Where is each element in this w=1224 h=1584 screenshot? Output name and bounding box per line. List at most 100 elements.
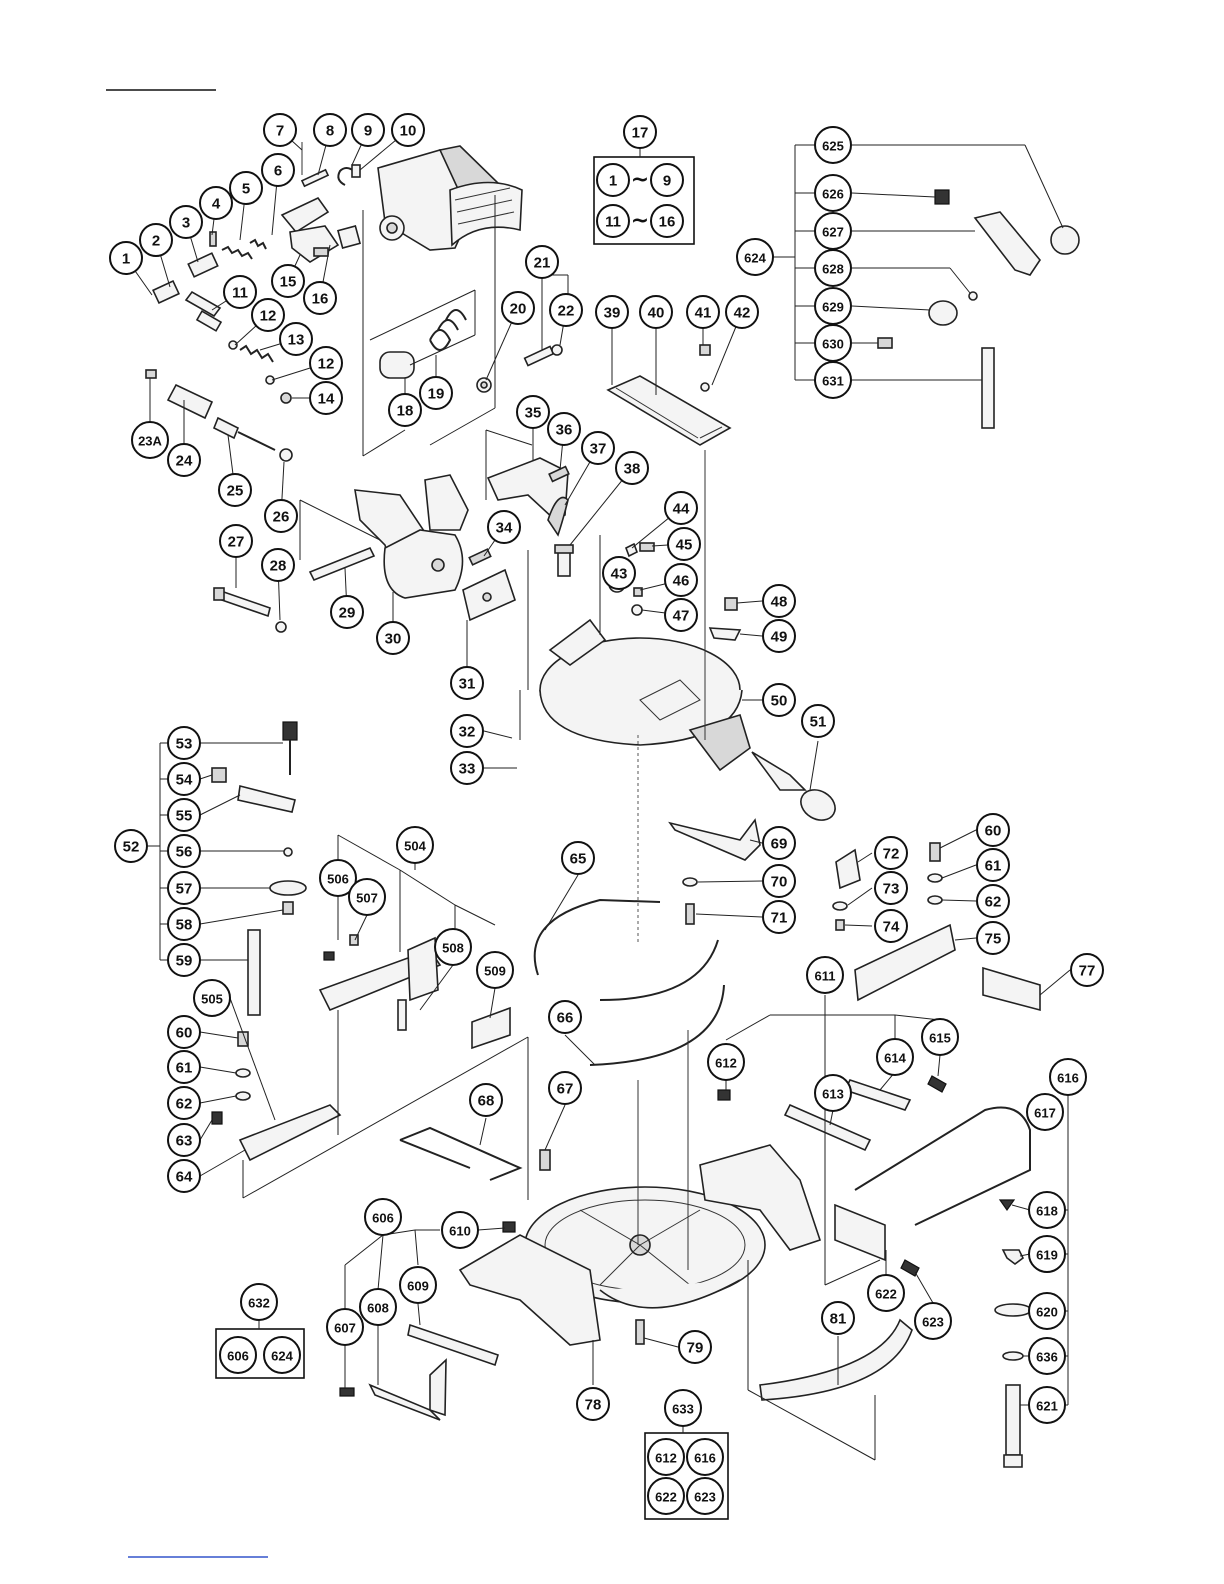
kit-callout-632: 632 (240, 1283, 278, 1321)
callout-label: 39 (604, 305, 621, 322)
callout-614: 614 (876, 1038, 914, 1076)
callout-636: 636 (1028, 1337, 1066, 1375)
callout-507: 507 (348, 878, 386, 916)
callout-504: 504 (396, 826, 434, 864)
callout-label: 613 (822, 1087, 844, 1102)
callout-79: 79 (678, 1330, 712, 1364)
callout-69: 69 (762, 826, 796, 860)
callout-615: 615 (921, 1018, 959, 1056)
callout-70: 70 (762, 864, 796, 898)
callout-label: 9 (364, 123, 372, 140)
callout-56: 56 (167, 834, 201, 868)
callout-label: 505 (201, 992, 223, 1007)
callout-label: 73 (883, 881, 900, 898)
kit-callout-633: 633 (664, 1389, 702, 1427)
callout-12: 12 (309, 346, 343, 380)
callout-label: 619 (1036, 1248, 1058, 1263)
callout-612: 612 (707, 1043, 745, 1081)
callout-label: 16 (659, 214, 676, 231)
callout-8: 8 (313, 113, 347, 147)
callout-label: 26 (273, 509, 290, 526)
callout-622: 622 (867, 1274, 905, 1312)
callout-label: 40 (648, 305, 665, 322)
callout-32: 32 (450, 714, 484, 748)
callout-620: 620 (1028, 1292, 1066, 1330)
callout-7: 7 (263, 113, 297, 147)
callout-label: 22 (558, 303, 575, 320)
callout-505: 505 (193, 979, 231, 1017)
callout-48: 48 (762, 584, 796, 618)
callout-label: 607 (334, 1321, 356, 1336)
callout-label: 81 (830, 1311, 847, 1328)
callout-label: 630 (822, 337, 844, 352)
callout-label: 617 (1034, 1106, 1056, 1121)
callout-label: 23A (138, 434, 162, 449)
callout-77: 77 (1070, 953, 1104, 987)
callout-label: 11 (232, 285, 248, 302)
callout-59: 59 (167, 943, 201, 977)
callout-label: 508 (442, 941, 464, 956)
callout-label: 2 (152, 233, 160, 250)
callout-label: 606 (227, 1349, 249, 1364)
callout-609: 609 (399, 1266, 437, 1304)
callout-label: 7 (276, 123, 284, 140)
callout-46: 46 (664, 563, 698, 597)
callout-label: 9 (663, 173, 671, 190)
callout-631: 631 (814, 361, 852, 399)
callout-40: 40 (639, 295, 673, 329)
callout-label: 25 (227, 483, 244, 500)
callout-610: 610 (441, 1211, 479, 1249)
kit-item-622: 622 (647, 1477, 685, 1515)
callout-57: 57 (167, 871, 201, 905)
callout-label: 626 (822, 187, 844, 202)
callout-34: 34 (487, 510, 521, 544)
callout-label: 629 (822, 300, 844, 315)
callout-43: 43 (602, 556, 636, 590)
callout-label: 14 (318, 391, 335, 408)
callout-label: 616 (1057, 1071, 1079, 1086)
callout-label: 67 (557, 1081, 574, 1098)
callout-label: 59 (176, 953, 193, 970)
callout-label: 622 (655, 1490, 677, 1505)
callout-42: 42 (725, 295, 759, 329)
callout-508: 508 (434, 928, 472, 966)
callout-label: 44 (673, 501, 690, 518)
callout-label: 20 (510, 301, 527, 318)
callout-label: 621 (1036, 1399, 1058, 1414)
callout-label: 56 (176, 844, 193, 861)
callout-617: 617 (1026, 1093, 1064, 1131)
callout-81: 81 (821, 1301, 855, 1335)
callout-label: 612 (655, 1451, 677, 1466)
callout-33: 33 (450, 751, 484, 785)
callout-50: 50 (762, 683, 796, 717)
kit-callout-17: 17 (623, 115, 657, 149)
callout-label: 62 (985, 894, 1002, 911)
callout-509: 509 (476, 951, 514, 989)
callout-label: 620 (1036, 1305, 1058, 1320)
callout-label: 15 (280, 274, 297, 291)
callout-506: 506 (319, 859, 357, 897)
callout-label: 37 (590, 441, 607, 458)
callout-627: 627 (814, 212, 852, 250)
callout-608: 608 (359, 1288, 397, 1326)
callout-14: 14 (309, 381, 343, 415)
callout-38: 38 (615, 451, 649, 485)
callout-35: 35 (516, 395, 550, 429)
callout-label: 55 (176, 808, 193, 825)
callout-label: 64 (176, 1169, 193, 1186)
callout-28: 28 (261, 548, 295, 582)
callout-623: 623 (914, 1302, 952, 1340)
range-tilde: ~ (631, 168, 649, 193)
callout-label: 624 (744, 251, 766, 266)
callout-25: 25 (218, 473, 252, 507)
callout-label: 24 (176, 453, 193, 470)
callout-45: 45 (667, 527, 701, 561)
callout-67: 67 (548, 1071, 582, 1105)
callout-75: 75 (976, 921, 1010, 955)
callout-label: 612 (715, 1056, 737, 1071)
callout-label: 63 (176, 1133, 193, 1150)
callout-label: 12 (260, 308, 277, 325)
kit-item-11: 11 (596, 204, 630, 238)
callout-39: 39 (595, 295, 629, 329)
callout-31: 31 (450, 666, 484, 700)
